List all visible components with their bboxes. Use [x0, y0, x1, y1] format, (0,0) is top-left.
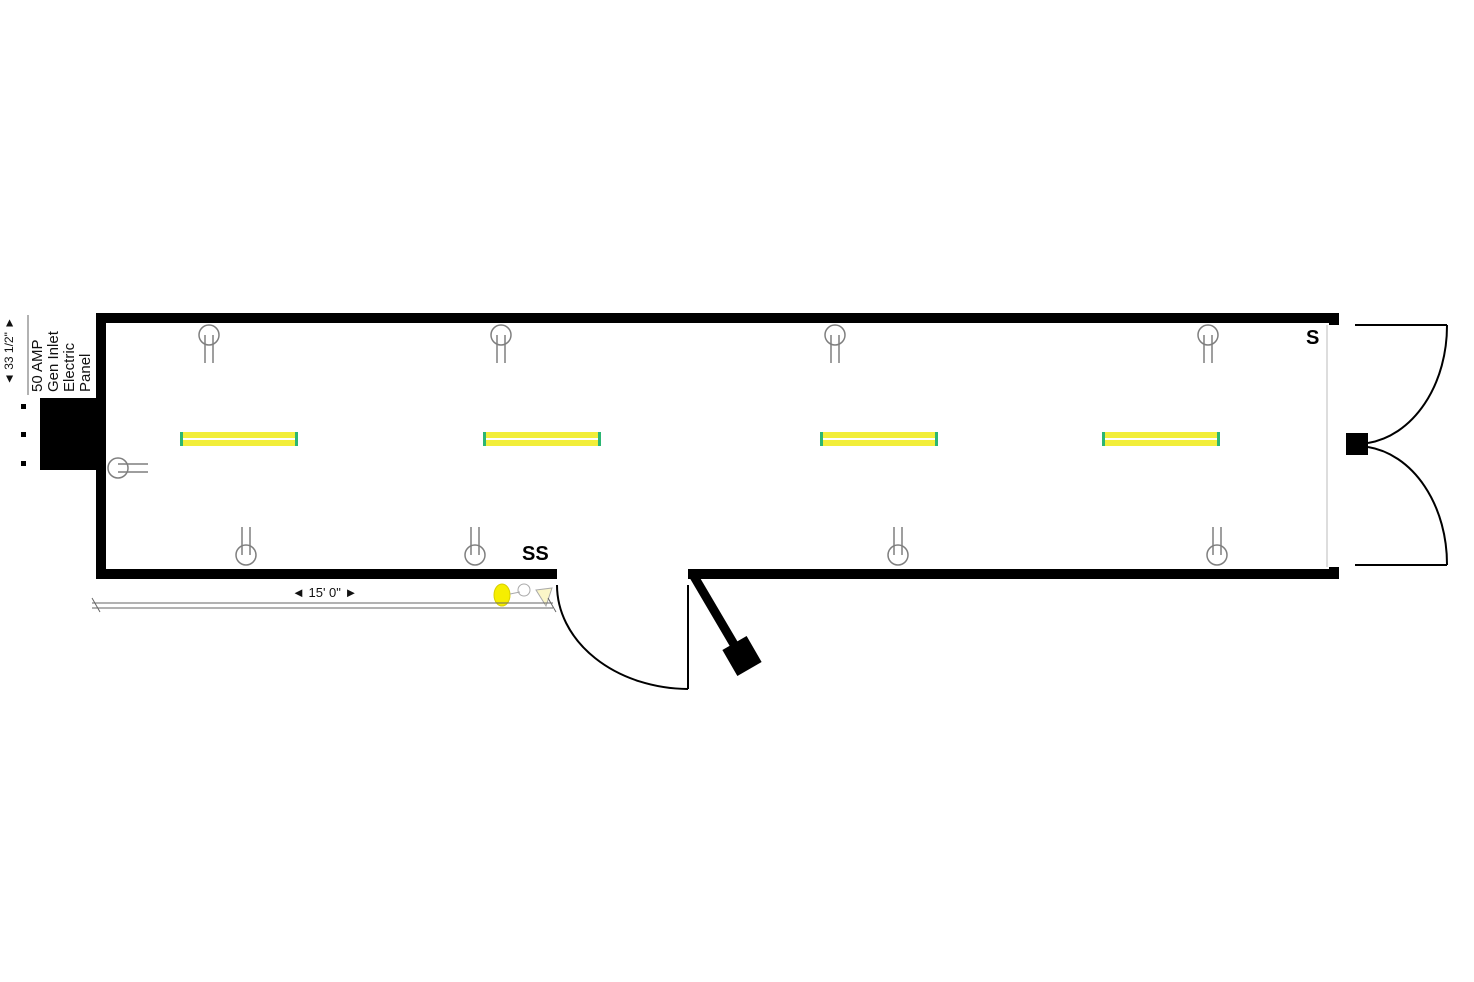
- electric-panel-icon: [40, 398, 98, 470]
- duplex-outlet-icon: [198, 324, 220, 363]
- fluorescent-light-icon: [483, 432, 601, 446]
- duplex-outlet-icon: [887, 527, 909, 566]
- width-dimension-label: ◄ 33 1/2" ►: [2, 316, 16, 385]
- top-wall: [96, 313, 1339, 323]
- panel-label-line: Panel: [77, 353, 94, 392]
- panel-label-line: Gen Inlet: [45, 331, 62, 392]
- fluorescent-light-icon: [820, 432, 938, 446]
- right-wall-bottom-stub: [1329, 567, 1339, 579]
- duplex-outlet-icon: [1206, 527, 1228, 566]
- switch-label-right: S: [1306, 327, 1320, 349]
- duplex-outlet-icon: [824, 324, 846, 363]
- length-dimension-line: [91, 597, 557, 613]
- bottom-wall-left: [96, 569, 557, 579]
- fluorescent-light-icon: [1102, 432, 1220, 446]
- outlets: [107, 324, 1228, 566]
- panel-label: 50 AMP Gen Inlet Electric Panel: [29, 331, 94, 392]
- side-door: [556, 584, 689, 690]
- duplex-outlet-icon: [490, 324, 512, 363]
- duplex-outlet-icon: [235, 527, 257, 566]
- panel-markers: [21, 404, 26, 466]
- fluorescent-light-icon: [180, 432, 298, 446]
- exterior-light-icon: [493, 583, 553, 608]
- panel-label-line: Electric: [61, 342, 78, 392]
- duplex-outlet-icon: [464, 527, 486, 566]
- walls: [96, 313, 1339, 579]
- bottom-wall-right: [688, 569, 1339, 579]
- length-dimension-label: ◄ 15' 0" ►: [292, 585, 358, 600]
- left-wall: [96, 313, 106, 579]
- right-wall-top-stub: [1329, 313, 1339, 325]
- rear-double-door: [1355, 324, 1449, 566]
- duplex-outlet-icon: [107, 457, 148, 479]
- ceiling-lights: [180, 432, 1220, 446]
- door-latch: [1346, 433, 1368, 455]
- entry-step-icon: [688, 570, 762, 676]
- duplex-outlet-icon: [1197, 324, 1219, 363]
- panel-label-line: 50 AMP: [29, 339, 46, 392]
- switch-label-door: SS: [522, 543, 549, 565]
